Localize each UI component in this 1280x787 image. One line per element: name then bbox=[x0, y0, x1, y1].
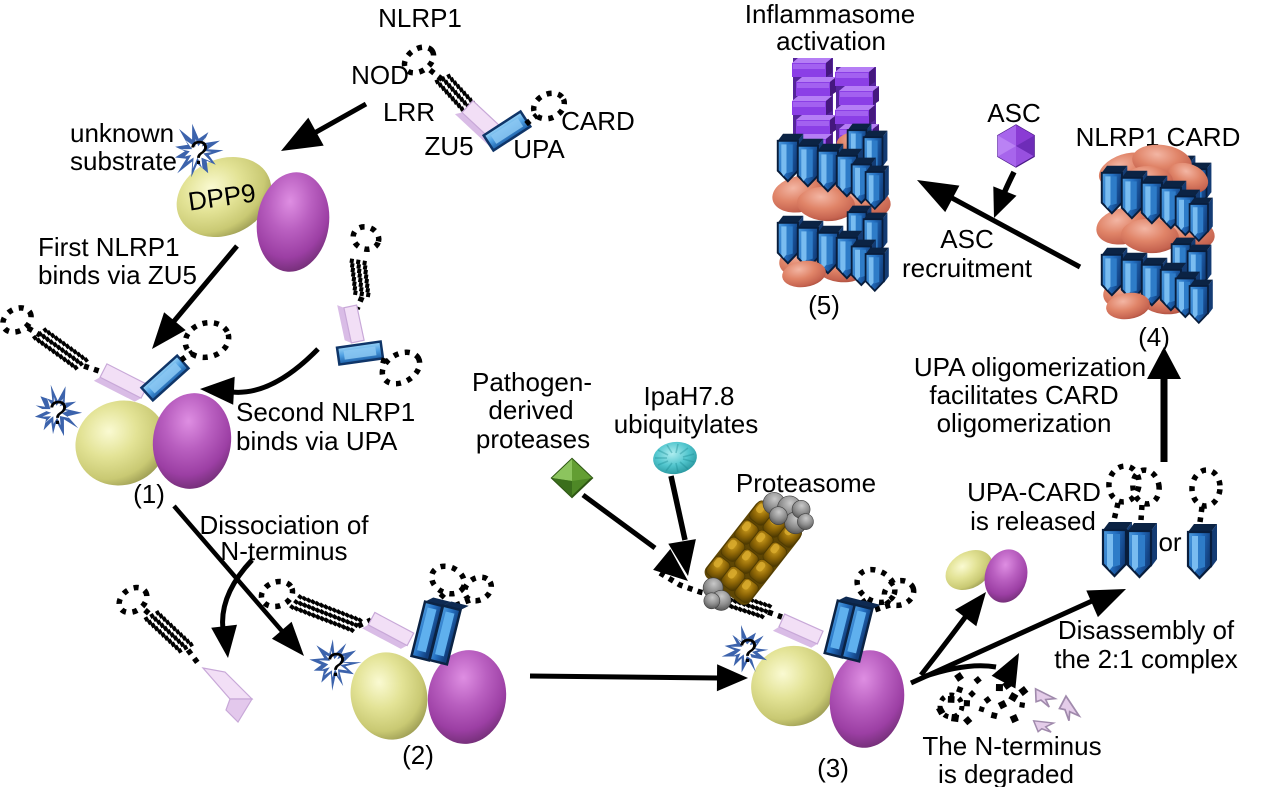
svg-text:NLRP1: NLRP1 bbox=[378, 3, 462, 33]
svg-text:binds via ZU5: binds via ZU5 bbox=[38, 260, 197, 290]
svg-text:The N-terminus: The N-terminus bbox=[922, 731, 1101, 761]
svg-text:is degraded: is degraded bbox=[938, 759, 1074, 787]
svg-text:ASC: ASC bbox=[987, 98, 1040, 128]
svg-text:activation: activation bbox=[776, 26, 886, 56]
svg-text:?: ? bbox=[739, 632, 757, 669]
svg-text:Second NLRP1: Second NLRP1 bbox=[236, 397, 415, 427]
svg-text:(3): (3) bbox=[817, 753, 849, 783]
svg-text:IpaH7.8: IpaH7.8 bbox=[643, 381, 734, 411]
svg-text:Disassembly of: Disassembly of bbox=[1058, 615, 1235, 645]
svg-text:substrate: substrate bbox=[70, 146, 177, 176]
svg-text:First NLRP1: First NLRP1 bbox=[38, 232, 180, 262]
svg-text:NOD: NOD bbox=[351, 60, 409, 90]
svg-text:(2): (2) bbox=[402, 740, 434, 770]
svg-text:UPA: UPA bbox=[513, 134, 565, 164]
svg-text:the 2:1 complex: the 2:1 complex bbox=[1054, 644, 1238, 674]
svg-text:unknown: unknown bbox=[70, 118, 174, 148]
svg-text:(4): (4) bbox=[1138, 322, 1170, 352]
svg-text:(5): (5) bbox=[808, 290, 840, 320]
svg-text:derived: derived bbox=[488, 395, 573, 425]
svg-text:binds via UPA: binds via UPA bbox=[236, 426, 398, 456]
svg-text:Inflammasome: Inflammasome bbox=[745, 0, 916, 29]
svg-text:LRR: LRR bbox=[383, 97, 435, 127]
svg-text:recruitment: recruitment bbox=[902, 253, 1033, 283]
svg-text:ASC: ASC bbox=[940, 224, 993, 254]
svg-text:N-terminus: N-terminus bbox=[220, 536, 347, 566]
svg-text:is released: is released bbox=[970, 506, 1096, 536]
svg-text:ubiquitylates: ubiquitylates bbox=[614, 409, 759, 439]
svg-text:Proteasome: Proteasome bbox=[736, 468, 876, 498]
svg-text:?: ? bbox=[190, 134, 208, 171]
svg-text:Pathogen-: Pathogen- bbox=[472, 367, 592, 397]
svg-text:UPA-CARD: UPA-CARD bbox=[967, 477, 1101, 507]
svg-text:facilitates CARD: facilitates CARD bbox=[929, 380, 1118, 410]
svg-text:UPA oligomerization: UPA oligomerization bbox=[914, 352, 1146, 382]
svg-text:?: ? bbox=[49, 394, 67, 431]
svg-text:proteases: proteases bbox=[476, 424, 590, 454]
svg-text:oligomerization: oligomerization bbox=[937, 408, 1112, 438]
svg-text:or: or bbox=[1158, 527, 1181, 557]
svg-text:ZU5: ZU5 bbox=[424, 131, 473, 161]
svg-text:CARD: CARD bbox=[561, 106, 635, 136]
svg-text:(1): (1) bbox=[133, 479, 165, 509]
svg-text:Dissociation of: Dissociation of bbox=[199, 510, 369, 540]
svg-text:?: ? bbox=[327, 646, 345, 683]
